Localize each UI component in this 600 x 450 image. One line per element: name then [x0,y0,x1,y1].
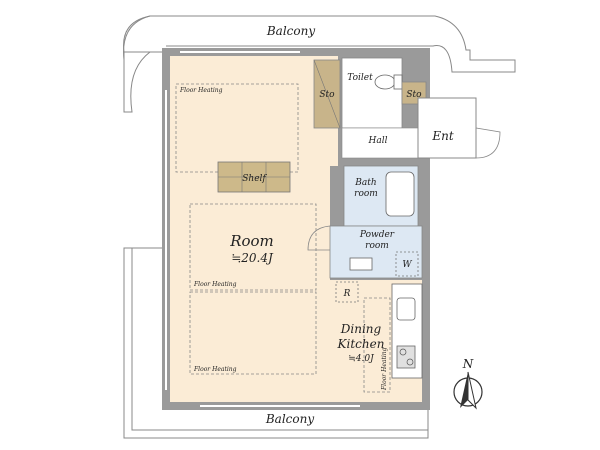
entrance-label: Ent [431,129,453,143]
washer-space [395,251,419,277]
powder-label-2: room [365,241,389,251]
balcony-bottom-outline [123,247,429,439]
fridge-label: R [343,289,351,299]
floor-heating-label-1: Floor Heating [179,87,223,94]
floor-heating-zone-3 [189,291,317,375]
floor-heating-zone-4 [363,297,391,393]
toilet-fixture [374,74,396,90]
washbasin [349,257,373,271]
toilet-label: Toilet [347,73,373,83]
dk-size-label: ≒4.0J [348,354,375,364]
room-size-label: ≒20.4J [231,251,274,265]
entrance-area [417,97,477,159]
powder-room [329,225,423,279]
bath-label-1: Bath [354,178,376,188]
north-arrow: N [453,357,483,410]
powder-label-1: Powder [359,230,395,240]
room-name-label: Room [229,232,274,250]
north-label: N [462,357,474,371]
storage-left-label: Sto [319,90,335,100]
compass-needle [460,372,468,408]
cooktop [396,345,416,369]
bath-label-2: room [354,189,378,199]
toilet-room [341,57,403,129]
shelf-label: Shelf [242,174,267,184]
living-room-floor [170,56,330,402]
hall-area [341,127,419,159]
balcony-bottom-label: Balcony [265,412,314,426]
storage-right-label: Sto [406,90,422,100]
dk-label-2: Kitchen [337,337,385,351]
floor-heating-label-4: Floor Heating [381,347,388,391]
fridge-space [335,281,359,303]
kitchen-sink [396,297,416,321]
floor-heating-zone-2 [189,203,317,291]
washer-label: W [402,260,412,270]
balcony-top-outline [123,15,516,113]
balcony-top-label: Balcony [266,24,315,38]
floor-heating-label-2: Floor Heating [193,281,237,288]
bathtub [385,171,415,217]
hall-label: Hall [368,136,388,146]
floor-heating-label-3: Floor Heating [193,366,237,373]
dk-label-1: Dining [340,322,382,336]
